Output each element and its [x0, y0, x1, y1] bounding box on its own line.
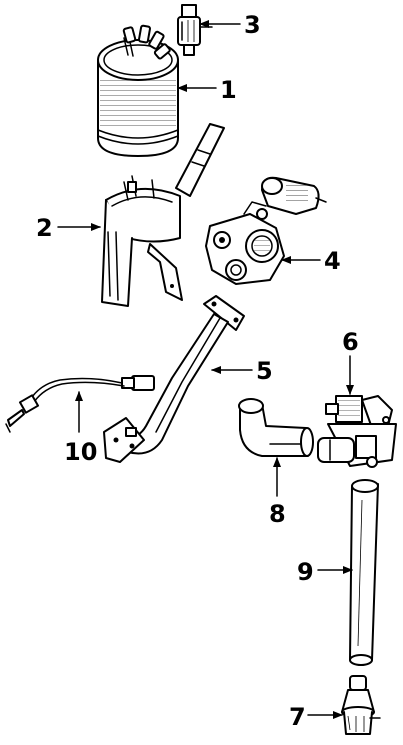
part-7-check-valve	[341, 675, 381, 735]
callout-3: 3	[244, 11, 261, 39]
part-8-elbow-hose	[238, 398, 314, 457]
part-10-sensor	[5, 375, 155, 433]
callout-7: 7	[289, 703, 306, 731]
part-4-egr-valve	[205, 176, 327, 285]
part-6-solenoid	[317, 395, 397, 468]
callout-9: 9	[297, 558, 314, 586]
part-1-canister	[97, 24, 179, 157]
part-3-filter	[177, 4, 213, 56]
callout-4: 4	[324, 247, 341, 275]
callout-6: 6	[342, 328, 359, 356]
callout-2: 2	[36, 214, 53, 242]
callout-1: 1	[220, 76, 237, 104]
part-9-straight-hose	[349, 479, 379, 666]
callout-8: 8	[269, 500, 286, 528]
callout-5: 5	[256, 357, 273, 385]
part-2-bracket	[101, 123, 225, 307]
leader-lines	[57, 20, 354, 719]
part-5-egr-tube	[103, 295, 245, 463]
callout-10: 10	[64, 438, 97, 466]
